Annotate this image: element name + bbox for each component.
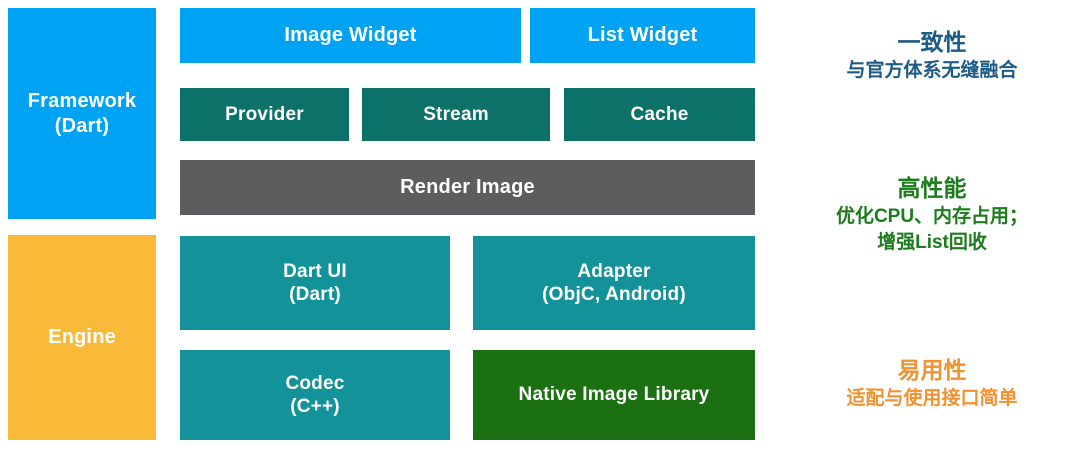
block-native-image-library: Native Image Library — [473, 350, 755, 440]
block-provider-label: Provider — [225, 103, 304, 125]
layer-framework-line2: (Dart) — [54, 114, 110, 137]
annotation-performance: 高性能 优化CPU、内存占用； 增强List回收 — [786, 173, 1078, 255]
block-stream-label: Stream — [423, 103, 489, 125]
layer-engine-line1: Engine — [48, 326, 116, 349]
block-list-widget: List Widget — [530, 8, 755, 63]
layer-framework-line1: Framework — [27, 90, 137, 113]
annotation-consistency-title: 一致性 — [897, 29, 967, 55]
block-codec-line1: Codec — [285, 372, 345, 394]
block-adapter-line1: Adapter — [577, 260, 651, 282]
annotation-performance-subtitle-line1: 优化CPU、内存占用； — [835, 206, 1029, 228]
block-list-widget-label: List Widget — [587, 24, 698, 47]
block-render-image: Render Image — [180, 160, 755, 215]
annotation-usability-title: 易用性 — [897, 357, 967, 383]
annotation-usability-subtitle: 适配与使用接口简单 — [846, 388, 1018, 410]
block-image-widget-label: Image Widget — [284, 24, 417, 47]
annotation-consistency-subtitle: 与官方体系无缝融合 — [846, 60, 1018, 82]
block-cache: Cache — [564, 88, 755, 141]
layer-label-framework: Framework (Dart) — [8, 8, 156, 219]
block-stream: Stream — [362, 88, 550, 141]
block-adapter: Adapter (ObjC, Android) — [473, 236, 755, 330]
block-image-widget: Image Widget — [180, 8, 521, 63]
annotation-performance-title: 高性能 — [897, 175, 967, 201]
block-adapter-line2: (ObjC, Android) — [542, 284, 686, 305]
block-render-image-label: Render Image — [400, 176, 535, 199]
block-dart-ui: Dart UI (Dart) — [180, 236, 450, 330]
annotation-performance-subtitle-line2: 增强List回收 — [877, 231, 987, 253]
block-provider: Provider — [180, 88, 349, 141]
block-native-image-library-label: Native Image Library — [518, 384, 710, 406]
annotation-usability: 易用性 适配与使用接口简单 — [786, 355, 1078, 412]
annotation-consistency: 一致性 与官方体系无缝融合 — [786, 27, 1078, 84]
block-dart-ui-line1: Dart UI — [283, 260, 347, 282]
layer-label-engine: Engine — [8, 235, 156, 440]
block-dart-ui-line2: (Dart) — [289, 284, 341, 305]
block-cache-label: Cache — [630, 103, 689, 125]
block-codec-line2: (C++) — [290, 396, 340, 417]
block-codec: Codec (C++) — [180, 350, 450, 440]
